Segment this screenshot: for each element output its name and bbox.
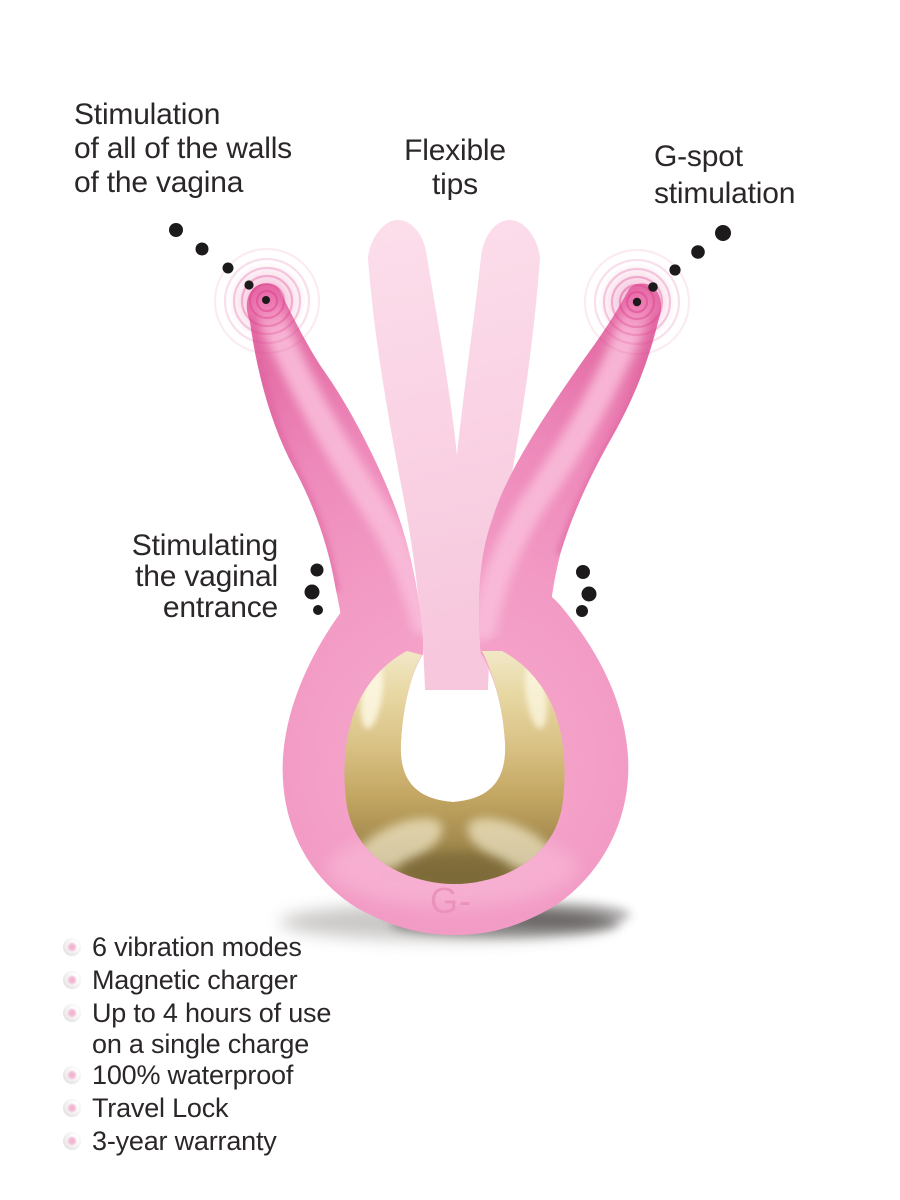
feature-item: Magnetic charger bbox=[63, 964, 331, 997]
bead-bullet-icon bbox=[63, 938, 81, 956]
callout-line: Stimulating bbox=[131, 529, 278, 562]
callout-line: Stimulation bbox=[74, 98, 221, 131]
feature-label: Travel Lock bbox=[92, 1093, 229, 1123]
feature-label: 100% waterproof bbox=[92, 1060, 294, 1090]
feature-item: 100% waterproof bbox=[63, 1059, 331, 1092]
callout-line: of the vagina bbox=[74, 166, 244, 199]
vibration-ripples-right bbox=[583, 248, 691, 356]
leader-dots-gspot bbox=[632, 225, 731, 307]
callout-line: G-spot bbox=[654, 140, 743, 173]
feature-label-line2: on a single charge bbox=[92, 1029, 310, 1059]
callout-vaginal-entrance: Stimulating the vaginal entrance bbox=[38, 530, 278, 623]
leader-dots-entrance-left bbox=[304, 563, 324, 615]
callout-line: Flexible bbox=[404, 134, 506, 167]
bead-bullet-icon bbox=[63, 1132, 81, 1150]
leader-dots-entrance-right bbox=[576, 565, 597, 617]
callout-line: tips bbox=[432, 168, 478, 201]
feature-item: Travel Lock bbox=[63, 1092, 331, 1125]
leader-dots-walls bbox=[169, 223, 270, 304]
feature-item: Up to 4 hours of use on a single charge bbox=[63, 997, 331, 1059]
callout-g-spot: G-spot stimulation bbox=[654, 138, 795, 212]
feature-label: 6 vibration modes bbox=[92, 932, 302, 962]
ghost-tip-right bbox=[447, 219, 540, 691]
ghost-tip-left bbox=[368, 219, 466, 691]
flexible-ghost-tips bbox=[368, 219, 540, 691]
feature-item: 3-year warranty bbox=[63, 1125, 331, 1158]
brand-logo: G- bbox=[430, 880, 472, 921]
feature-item: 6 vibration modes bbox=[63, 931, 331, 964]
arm-left-shading bbox=[250, 292, 423, 635]
bead-bullet-icon bbox=[63, 1004, 81, 1022]
bead-bullet-icon bbox=[63, 1066, 81, 1084]
callout-line: of all of the walls bbox=[74, 132, 292, 165]
feature-label: 3-year warranty bbox=[92, 1126, 277, 1156]
feature-label: Up to 4 hours of use bbox=[92, 998, 332, 1028]
callout-line: entrance bbox=[162, 591, 278, 624]
callout-line: the vaginal bbox=[135, 560, 278, 593]
callout-vaginal-walls: Stimulation of all of the walls of the v… bbox=[74, 98, 292, 200]
bead-bullet-icon bbox=[63, 971, 81, 989]
feature-list: 6 vibration modes Magnetic charger Up to… bbox=[63, 931, 331, 1158]
callout-line: stimulation bbox=[654, 177, 796, 210]
callout-flexible-tips: Flexible tips bbox=[355, 134, 555, 202]
feature-label: Magnetic charger bbox=[92, 965, 298, 995]
bead-bullet-icon bbox=[63, 1099, 81, 1117]
